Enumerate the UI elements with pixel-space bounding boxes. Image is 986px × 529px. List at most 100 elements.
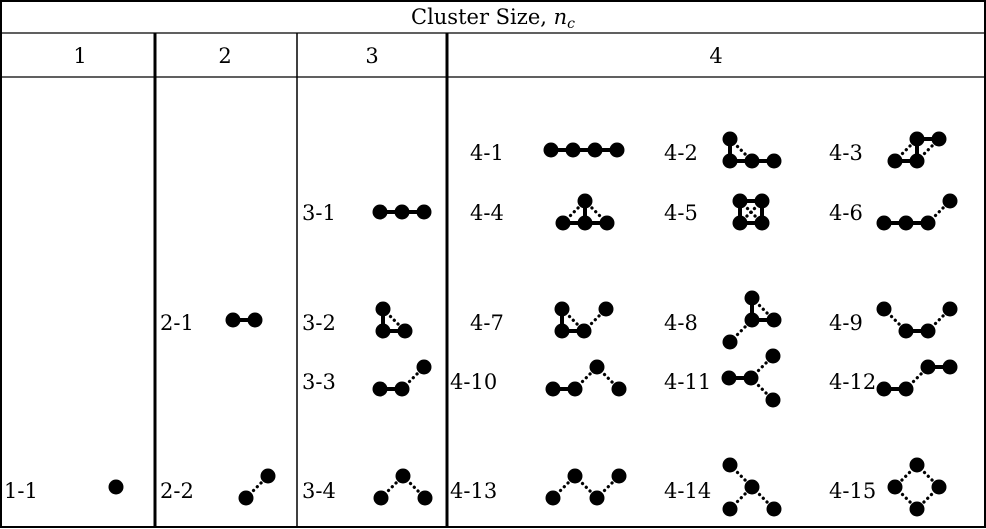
cluster-cell: 3-2	[302, 301, 413, 339]
column-header-4: 4	[709, 44, 722, 68]
atom	[754, 215, 770, 231]
atom	[543, 142, 559, 158]
cluster-label: 4-13	[450, 479, 497, 503]
cluster-cell: 3-4	[302, 468, 433, 506]
cluster-label: 4-1	[470, 141, 504, 165]
cluster-trimer-L-icon	[375, 301, 413, 339]
cluster-label: 4-5	[664, 201, 698, 225]
atom	[554, 301, 570, 317]
atom	[554, 323, 570, 339]
atom	[108, 479, 124, 495]
atom	[898, 323, 914, 339]
atom	[744, 290, 760, 306]
atom	[876, 381, 892, 397]
atom	[599, 215, 615, 231]
atom	[394, 204, 410, 220]
cluster-cell: 2-1	[160, 311, 263, 335]
atom	[744, 312, 760, 328]
atom	[589, 490, 605, 506]
cluster-cell: 4-14	[664, 457, 782, 517]
cluster-cell: 4-2	[664, 131, 782, 169]
atom	[766, 312, 782, 328]
atom	[722, 131, 738, 147]
atom	[611, 381, 627, 397]
table-title: Cluster Size, nc	[411, 5, 575, 32]
column-header-1: 1	[73, 44, 86, 68]
atom	[721, 370, 737, 386]
cluster-cell: 4-4	[470, 193, 615, 231]
cluster-label: 2-2	[160, 479, 194, 503]
cluster-label: 4-7	[470, 311, 504, 335]
atom	[567, 468, 583, 484]
atom	[887, 479, 903, 495]
atom	[395, 468, 411, 484]
atom	[931, 131, 947, 147]
cluster-label: 4-12	[829, 370, 876, 394]
atom	[909, 457, 925, 473]
atom	[898, 381, 914, 397]
atom	[565, 142, 581, 158]
atom	[722, 457, 738, 473]
cluster-label: 4-2	[664, 141, 698, 165]
cluster-cell: 4-6	[829, 193, 958, 231]
cluster-tetramer-zigzag-icon	[545, 468, 627, 506]
atom	[765, 348, 781, 364]
cluster-tetramer-L-long-icon	[722, 131, 782, 169]
cluster-dimer-nn-icon	[225, 312, 263, 328]
atom	[942, 359, 958, 375]
atom	[744, 153, 760, 169]
atom	[609, 142, 625, 158]
cluster-trimer-diag-V-icon	[373, 468, 433, 506]
cluster-label: 3-4	[302, 479, 336, 503]
cluster-label: 4-8	[664, 311, 698, 335]
cluster-cell: 4-13	[450, 468, 627, 506]
cluster-monomer-icon	[108, 479, 124, 495]
cluster-label: 4-9	[829, 311, 863, 335]
cluster-tetramer-T-icon	[555, 193, 615, 231]
atom	[920, 215, 936, 231]
atom	[375, 301, 391, 317]
atom	[611, 468, 627, 484]
cluster-tetramer-line-icon	[543, 142, 625, 158]
cluster-cell: 4-12	[829, 359, 958, 397]
atom	[417, 490, 433, 506]
atom	[876, 301, 892, 317]
atom	[416, 359, 432, 375]
cluster-label: 3-1	[302, 201, 336, 225]
cluster-trimer-line-icon	[372, 204, 432, 220]
atom	[732, 215, 748, 231]
cluster-tetramer-Z-icon	[887, 131, 947, 169]
atom	[260, 468, 276, 484]
atom	[920, 323, 936, 339]
column-header-3: 3	[365, 44, 378, 68]
atom	[931, 479, 947, 495]
atom	[397, 323, 413, 339]
cluster-cell: 3-1	[302, 201, 432, 225]
cluster-label: 1-1	[4, 479, 38, 503]
atom	[598, 301, 614, 317]
atom	[577, 215, 593, 231]
atom	[225, 312, 241, 328]
cluster-tetramer-line-diag-icon	[876, 193, 958, 231]
cluster-label: 2-1	[160, 311, 194, 335]
cluster-label: 4-14	[664, 479, 711, 503]
column-header-2: 2	[218, 44, 231, 68]
atom	[555, 215, 571, 231]
atom	[722, 334, 738, 350]
atom	[766, 153, 782, 169]
atom	[942, 193, 958, 209]
atom	[722, 153, 738, 169]
atom	[416, 204, 432, 220]
cluster-cell: 2-2	[160, 468, 276, 506]
atom	[909, 131, 925, 147]
atom	[765, 392, 781, 408]
atom	[576, 323, 592, 339]
cluster-cell: 1-1	[4, 479, 124, 503]
atom	[375, 323, 391, 339]
atom	[722, 501, 738, 517]
cluster-tetramer-square-icon	[732, 193, 770, 231]
cluster-label: 4-3	[829, 141, 863, 165]
